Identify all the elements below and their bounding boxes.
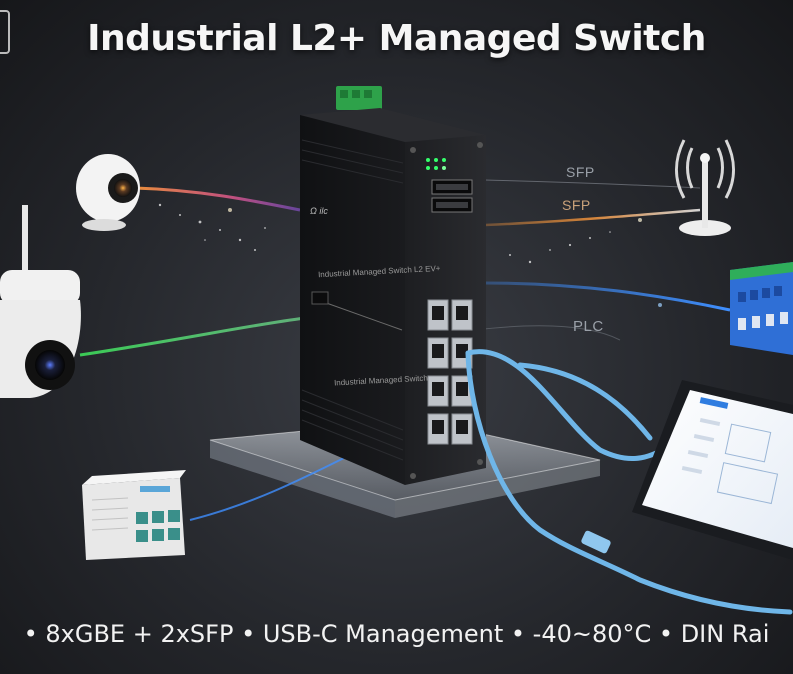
ethernet-port-socket bbox=[456, 382, 468, 396]
status-leds bbox=[426, 158, 446, 170]
console-port bbox=[311, 291, 329, 305]
ethernet-port-socket bbox=[456, 344, 468, 358]
tablet-icon bbox=[632, 380, 793, 560]
sfp-label-bottom: SFP bbox=[562, 197, 591, 213]
sfp-slots bbox=[431, 179, 473, 213]
wireless-antenna-icon bbox=[675, 139, 735, 236]
ethernet-port-socket bbox=[432, 344, 444, 358]
ethernet-port-socket bbox=[432, 382, 444, 396]
connection-beams bbox=[79, 179, 731, 521]
ethernet-port-socket bbox=[456, 420, 468, 434]
dome-camera-icon bbox=[76, 154, 140, 231]
managed-switch bbox=[300, 86, 486, 485]
ethernet-port-socket bbox=[456, 306, 468, 320]
ethernet-ports bbox=[427, 299, 473, 445]
window-edge-tab bbox=[0, 10, 10, 54]
feature-list: • 8xGBE + 2xSFP • USB-C Management • -40… bbox=[23, 620, 770, 648]
ptz-camera-icon bbox=[0, 205, 81, 398]
plc-label: PLC bbox=[573, 318, 604, 335]
rj45-plug bbox=[581, 530, 611, 554]
ethernet-port-socket bbox=[432, 420, 444, 434]
io-module-icon bbox=[82, 470, 186, 560]
page-title: Industrial L2+ Managed Switch bbox=[87, 18, 706, 59]
ethernet-port-socket bbox=[432, 306, 444, 320]
sfp-label-top: SFP bbox=[566, 164, 595, 180]
plc-module-icon bbox=[730, 262, 793, 355]
switch-logo: Ω ilc bbox=[310, 206, 328, 216]
